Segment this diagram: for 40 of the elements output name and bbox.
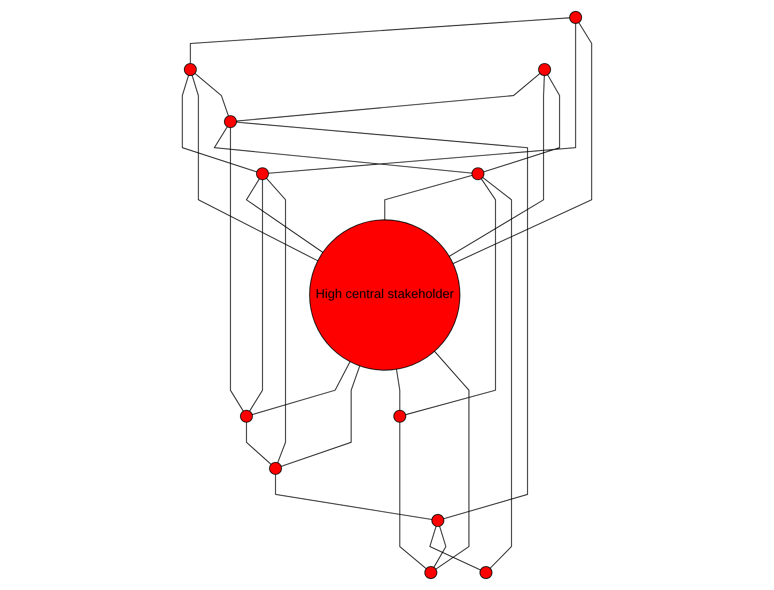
connector xyxy=(230,127,244,412)
node-circle xyxy=(480,566,492,579)
connector xyxy=(396,368,400,411)
connector xyxy=(384,174,473,220)
connector xyxy=(405,178,496,416)
node-circle xyxy=(269,462,282,475)
node-circle xyxy=(184,63,197,76)
connector xyxy=(194,73,229,116)
connector xyxy=(252,361,350,415)
node-circle xyxy=(256,167,269,180)
node-circle xyxy=(240,410,253,423)
connector xyxy=(236,73,540,122)
connector xyxy=(192,74,318,262)
node-circle xyxy=(569,11,582,24)
connector xyxy=(280,366,360,467)
connector xyxy=(190,17,570,64)
node-circle xyxy=(424,566,438,579)
connector xyxy=(236,122,528,520)
node-circle xyxy=(538,63,551,76)
connector xyxy=(246,178,324,253)
node-circle xyxy=(472,167,484,180)
connector xyxy=(182,74,258,172)
node-circle xyxy=(393,410,406,423)
connector xyxy=(429,526,481,570)
connector xyxy=(246,422,272,465)
node-circle: High central stakeholder xyxy=(309,219,460,371)
connector xyxy=(266,178,286,464)
connector xyxy=(214,126,472,174)
node-circle xyxy=(431,514,444,527)
connector xyxy=(275,474,432,520)
connector xyxy=(434,350,470,570)
connector xyxy=(448,75,545,257)
node-circle xyxy=(224,115,237,128)
connector xyxy=(483,74,560,172)
connector xyxy=(268,23,576,174)
connector xyxy=(482,177,512,569)
connector xyxy=(433,526,446,568)
connector xyxy=(452,22,592,264)
connector xyxy=(399,422,427,570)
connector xyxy=(249,179,263,412)
